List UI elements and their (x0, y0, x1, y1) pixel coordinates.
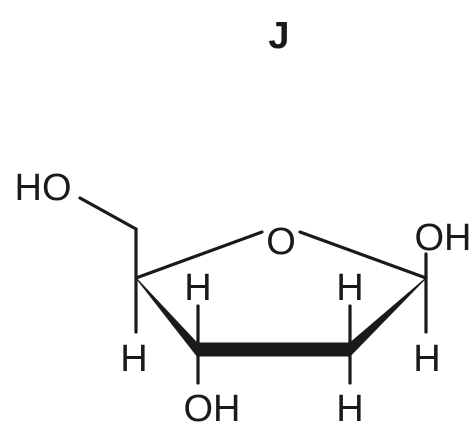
c4-h-label: H (120, 338, 147, 380)
c2-h-down-label: H (336, 388, 363, 427)
c3-h-label: H (184, 267, 211, 309)
bond-c4-o (134, 230, 264, 280)
ring-oxygen-label: O (266, 221, 296, 263)
c3-oh-label: OH (184, 388, 241, 427)
c1-oh-label: OH (415, 217, 472, 259)
bold-bond-c3-c2 (196, 342, 351, 357)
ch2oh-label: HO (15, 167, 72, 209)
c1-h-label: H (413, 338, 440, 380)
compound-label: J (268, 15, 289, 57)
c2-h-up-label: H (336, 267, 363, 309)
bond-c5-oh (78, 196, 138, 231)
wedge-c2-c1 (349, 277, 427, 357)
bond-o-c1 (298, 230, 428, 280)
